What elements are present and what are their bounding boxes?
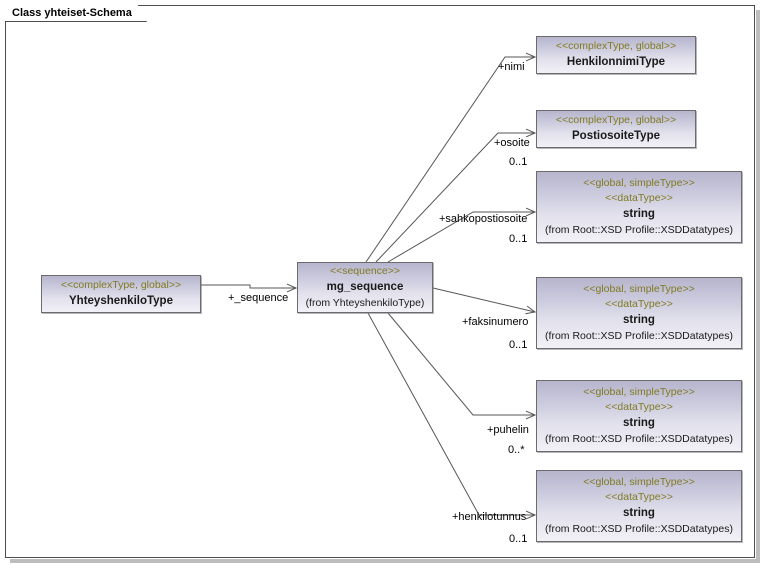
class-box-yhteyshenkilotype[interactable]: <<complexType, global>> YhteyshenkiloTyp… bbox=[41, 275, 201, 313]
class-origin-label: (from Root::XSD Profile::XSDDatatypes) bbox=[545, 522, 733, 535]
class-name-label: string bbox=[623, 207, 655, 220]
edge-multiplicity-puhelin: 0..* bbox=[508, 444, 525, 456]
stereotype-label-2: <<dataType>> bbox=[605, 490, 673, 503]
stereotype-label-1: <<global, simpleType>> bbox=[583, 282, 695, 295]
class-origin-label: (from Root::XSD Profile::XSDDatatypes) bbox=[545, 223, 733, 236]
class-box-henkilonnimitype[interactable]: <<complexType, global>> HenkilonnimiType bbox=[536, 36, 696, 74]
class-box-string-puhelin[interactable]: <<global, simpleType>> <<dataType>> stri… bbox=[536, 380, 742, 452]
stereotype-label-2: <<dataType>> bbox=[605, 400, 673, 413]
edge-label-sahkopostiosoite: +sahkopostiosoite bbox=[439, 213, 528, 225]
class-origin-label: (from YhteyshenkiloType) bbox=[305, 296, 425, 309]
edge-multiplicity-osoite: 0..1 bbox=[509, 156, 528, 168]
class-box-string-henkilotunnus[interactable]: <<global, simpleType>> <<dataType>> stri… bbox=[536, 470, 742, 542]
edge-label-sequence: +_sequence bbox=[228, 292, 289, 304]
stereotype-label-2: <<dataType>> bbox=[605, 191, 673, 204]
edge-multiplicity-henkilotunnus: 0..1 bbox=[509, 533, 528, 545]
diagram-title-label: Class yhteiset-Schema bbox=[12, 7, 132, 19]
stereotype-label-1: <<global, simpleType>> bbox=[583, 385, 695, 398]
frame-shadow-right bbox=[756, 10, 760, 563]
class-name-label: HenkilonnimiType bbox=[566, 55, 666, 68]
edge-label-faksinumero: +faksinumero bbox=[462, 316, 529, 328]
stereotype-label: <<complexType, global>> bbox=[555, 113, 677, 126]
class-name-label: string bbox=[623, 313, 655, 326]
class-box-string-sahkopostiosoite[interactable]: <<global, simpleType>> <<dataType>> stri… bbox=[536, 171, 742, 243]
stereotype-label: <<complexType, global>> bbox=[60, 278, 182, 291]
edge-label-henkilotunnus: +henkilotunnus bbox=[452, 511, 527, 523]
stereotype-label: <<sequence>> bbox=[329, 264, 401, 277]
edge-multiplicity-faksinumero: 0..1 bbox=[509, 339, 528, 351]
frame-shadow-bottom bbox=[10, 559, 760, 563]
class-name-label: PostiosoiteType bbox=[572, 129, 660, 142]
stereotype-label: <<complexType, global>> bbox=[555, 39, 677, 52]
class-origin-label: (from Root::XSD Profile::XSDDatatypes) bbox=[545, 432, 733, 445]
stereotype-label-2: <<dataType>> bbox=[605, 297, 673, 310]
edge-label-puhelin: +puhelin bbox=[487, 424, 529, 436]
class-name-label: mg_sequence bbox=[326, 280, 404, 293]
class-box-mg-sequence[interactable]: <<sequence>> mg_sequence (from Yhteyshen… bbox=[297, 262, 433, 313]
edge-multiplicity-sahkopostiosoite: 0..1 bbox=[509, 233, 528, 245]
diagram-title-tab[interactable]: Class yhteiset-Schema bbox=[5, 5, 147, 22]
class-box-string-faksinumero[interactable]: <<global, simpleType>> <<dataType>> stri… bbox=[536, 277, 742, 349]
class-box-postiosoitetype[interactable]: <<complexType, global>> PostiosoiteType bbox=[536, 110, 696, 148]
stereotype-label-1: <<global, simpleType>> bbox=[583, 176, 695, 189]
class-name-label: string bbox=[623, 506, 655, 519]
class-origin-label: (from Root::XSD Profile::XSDDatatypes) bbox=[545, 329, 733, 342]
stereotype-label-1: <<global, simpleType>> bbox=[583, 475, 695, 488]
class-name-label: YhteyshenkiloType bbox=[69, 294, 173, 307]
class-name-label: string bbox=[623, 416, 655, 429]
edge-label-osoite: +osoite bbox=[494, 137, 530, 149]
edge-label-nimi: +nimi bbox=[498, 61, 525, 73]
